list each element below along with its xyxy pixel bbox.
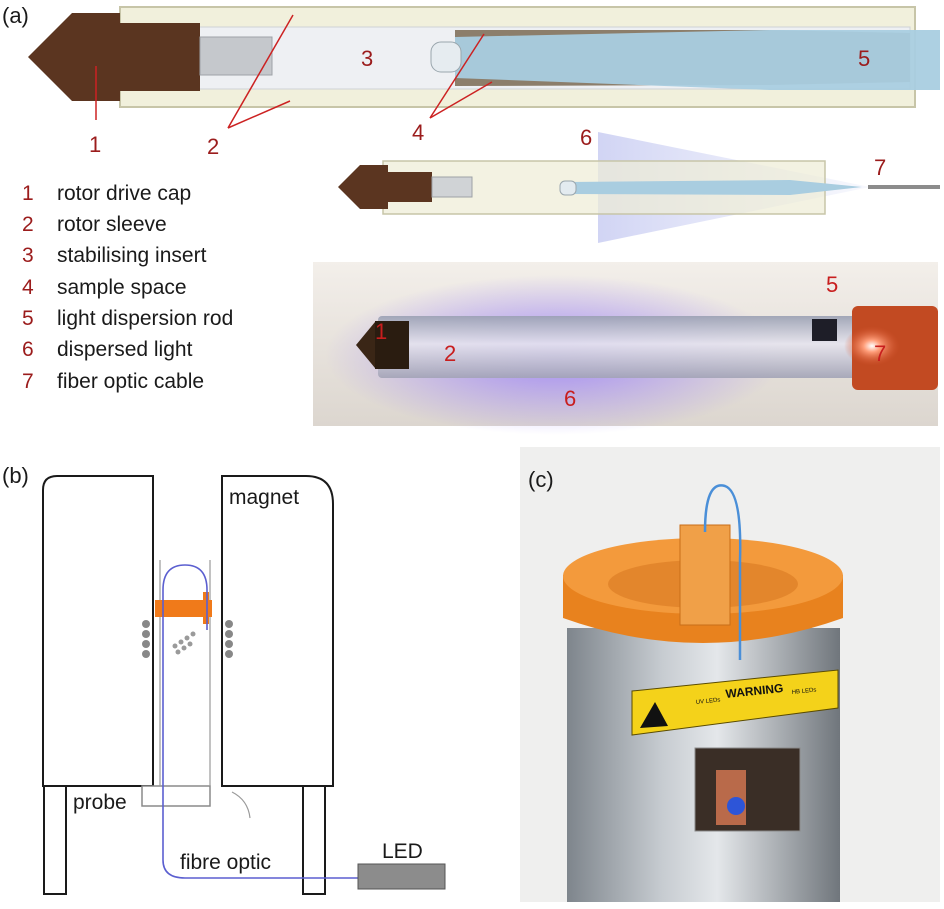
label-magnet: magnet (229, 486, 299, 509)
led-box (357, 863, 446, 890)
legend-text-5: light dispersion rod (57, 307, 233, 330)
warning-sticker (631, 669, 839, 736)
photo-callout-7: 7 (874, 341, 886, 366)
legend-num-2: 2 (22, 213, 34, 236)
legend-text-3: stabilising insert (57, 244, 207, 267)
callout-5: 5 (858, 46, 870, 71)
legend-num-5: 5 (22, 307, 34, 330)
legend-num-4: 4 (22, 276, 34, 299)
photo-cap (375, 321, 409, 369)
coil-right (225, 620, 233, 658)
callout-1: 1 (89, 132, 101, 157)
setup-schematic (42, 475, 446, 895)
photo-callout-1: 1 (375, 319, 387, 344)
photo-callout-5: 5 (826, 272, 838, 297)
magnet-left (42, 475, 154, 787)
coil-left (142, 620, 150, 658)
probe-window (694, 747, 801, 832)
legend-text-7: fiber optic cable (57, 370, 204, 393)
light-dispersion-rod (455, 30, 940, 90)
orange-block (679, 524, 731, 626)
small-rod-tip (559, 180, 577, 196)
callout-4: 4 (412, 120, 424, 145)
legend-text-6: dispersed light (57, 338, 193, 361)
legend-text-2: rotor sleeve (57, 213, 167, 236)
probe-window-rotor (716, 770, 746, 825)
magnet-leg-right (302, 785, 326, 895)
photo-callout-6: 6 (564, 386, 576, 411)
callout-2: 2 (207, 134, 219, 159)
photo-callout-2: 2 (444, 341, 456, 366)
probe-window-blue (727, 797, 745, 815)
legend-text-1: rotor drive cap (57, 182, 191, 205)
panel-label-b: (b) (2, 463, 29, 488)
magnet-leg-left (43, 785, 67, 895)
sample-rotor-orange (155, 600, 212, 617)
legend-text-4: sample space (57, 276, 187, 299)
photo-tube-marking (812, 319, 837, 341)
warning-laser-symbol (640, 702, 668, 728)
fibre-optic-line (162, 564, 358, 879)
callout-6: 6 (580, 125, 592, 150)
rotor-drawing-large (28, 6, 940, 129)
label-fibre-optic: fibre optic (180, 851, 271, 874)
legend-num-7: 7 (22, 370, 34, 393)
stabilising-insert-plug (199, 36, 273, 76)
leader-2b (227, 100, 291, 129)
warning-right-text: HB LEDs (792, 687, 817, 696)
leader-4b (429, 81, 493, 119)
rotor-drive-cap-inner (120, 23, 200, 91)
legend: 1 rotor drive cap 2 rotor sleeve 3 stabi… (22, 182, 233, 393)
rotor-photo (313, 262, 938, 435)
rod-tip (430, 41, 462, 73)
small-dispersion-rod (568, 180, 862, 195)
panel-label-c: (c) (528, 467, 554, 492)
small-cap-inner (388, 172, 432, 202)
rotor-drawing-small (338, 132, 940, 243)
rotor-drive-cap-tip (28, 13, 72, 101)
photo-tube (378, 316, 878, 378)
legend-num-3: 3 (22, 244, 34, 267)
warning-title: WARNING (725, 681, 784, 701)
probe-body (141, 785, 211, 807)
small-cap-tip (338, 165, 360, 209)
callout-7: 7 (874, 155, 886, 180)
photo-cap-tip (356, 322, 375, 368)
label-led: LED (382, 840, 423, 863)
small-insert-plug (431, 176, 473, 198)
tilted-rotor (172, 631, 196, 655)
fiber-loop (703, 484, 742, 660)
small-cap (360, 165, 388, 209)
label-probe: probe (73, 791, 127, 814)
leader-4a (429, 33, 485, 119)
legend-num-1: 1 (22, 182, 34, 205)
probe-cable-out (231, 791, 251, 819)
callout-3: 3 (361, 46, 373, 71)
warning-left-text: UV LEDs (696, 697, 721, 706)
magnet-right (221, 475, 334, 787)
photo-led-glow (844, 326, 900, 366)
probe-photo: WARNING UV LEDs HB LEDs (520, 447, 940, 902)
legend-num-6: 6 (22, 338, 34, 361)
sample-rotor-cap (203, 592, 209, 624)
panel-label-a: (a) (2, 3, 29, 28)
leader-2a (227, 14, 294, 129)
